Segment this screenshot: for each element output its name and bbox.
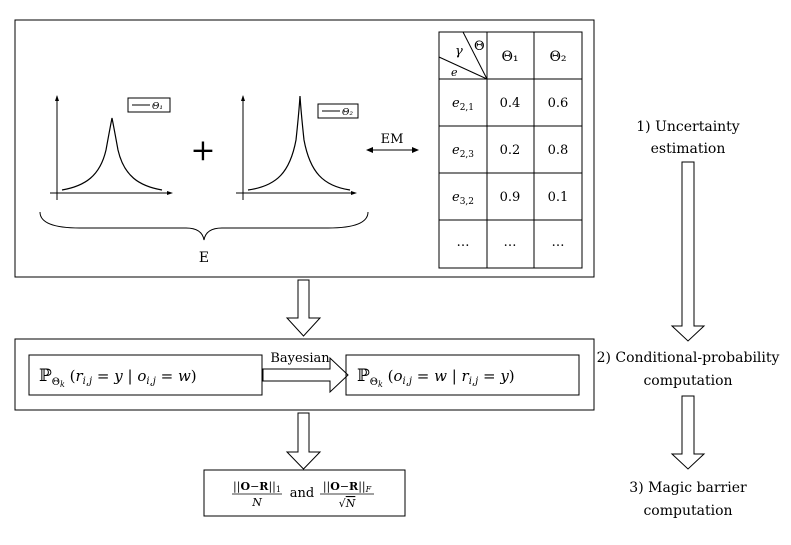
bayesian-arrow-shape (262, 356, 349, 394)
em-double-arrow: EM (366, 132, 419, 153)
step-1-line-1: 1) Uncertainty (636, 119, 740, 135)
plot-2-x-arrowhead (351, 191, 357, 195)
row-label: e3,2 (452, 190, 474, 207)
plus-sign: + (190, 133, 215, 168)
corner-diagonal-1 (438, 56, 488, 80)
step-arrow-1 (670, 161, 706, 342)
distribution-plot-2: Θ₂ (236, 95, 359, 200)
corner-e: e (451, 66, 458, 79)
table-ellipsis: … (504, 235, 517, 250)
fraction-1-denominator: N (251, 496, 262, 509)
fraction-2-numerator: ||O−R||F (323, 480, 372, 494)
row-label: e2,1 (452, 96, 474, 113)
left-formula: ℙΘk (ri,j = y | oi,j = w) (39, 366, 197, 389)
step-arrow-2 (670, 395, 706, 470)
table-border (438, 31, 583, 269)
step-2-line-1: 2) Conditional-probability (597, 350, 780, 366)
table-cell: 0.8 (548, 143, 569, 158)
right-formula: ℙΘk (oi,j = w | ri,j = y) (357, 366, 515, 389)
em-arrow-left-head (366, 147, 373, 153)
step-3-line-2: computation (643, 503, 732, 519)
table-cell: 0.2 (500, 143, 521, 158)
arrow-down-1 (285, 279, 322, 337)
em-arrow-right-head (412, 147, 419, 153)
table-ellipsis: … (552, 235, 565, 250)
conditional-probability-panel (14, 338, 595, 411)
plot-1-x-arrowhead (167, 191, 173, 195)
parameter-table: γ Θ e Θ₁ Θ₂ e2,1 0.4 0.6 e2,3 0.2 0.8 e3… (438, 31, 583, 269)
table-cell: 0.1 (548, 190, 569, 205)
and-connector: and (290, 486, 314, 501)
corner-gamma: γ (455, 44, 463, 59)
fraction-1: ||O−R||1 N (232, 480, 282, 509)
distribution-plot-1: Θ₁ (50, 95, 173, 200)
plot-1-curve (61, 117, 163, 191)
table-cell: 0.6 (548, 96, 569, 111)
fraction-2-denominator: √N (339, 497, 356, 510)
plot-2-curve (247, 95, 351, 191)
table-ellipsis: … (457, 235, 470, 250)
em-label: EM (381, 132, 404, 147)
right-formula-box (345, 354, 580, 396)
plot-1-y-arrowhead (55, 95, 59, 101)
left-formula-box (28, 354, 263, 396)
magic-barrier-box (203, 469, 406, 517)
plot-1-legend-label: Θ₁ (152, 102, 163, 112)
table-cell: 0.4 (500, 96, 521, 111)
col-header-theta-2: Θ₂ (549, 49, 566, 65)
step-3-line-1: 3) Magic barrier (629, 480, 747, 496)
step-1-line-2: estimation (651, 141, 726, 157)
corner-theta: Θ (474, 39, 485, 54)
step-2-line-2: computation (643, 373, 732, 389)
bayesian-arrow: Bayesian (262, 351, 349, 394)
corner-diagonal-2 (462, 31, 488, 80)
curly-brace (39, 211, 369, 241)
arrow-down-2 (285, 412, 322, 470)
fraction-1-numerator: ||O−R||1 (233, 480, 281, 494)
plot-2-legend-label: Θ₂ (342, 108, 353, 118)
col-header-theta-1: Θ₁ (501, 49, 518, 65)
plot-2-y-arrowhead (241, 95, 245, 101)
brace-label-e: E (199, 250, 209, 266)
fraction-2: ||O−R||F √N (320, 480, 374, 510)
table-cell: 0.9 (500, 190, 521, 205)
bayesian-label: Bayesian (270, 351, 330, 366)
row-label: e2,3 (452, 143, 474, 160)
uncertainty-estimation-panel (14, 19, 595, 278)
